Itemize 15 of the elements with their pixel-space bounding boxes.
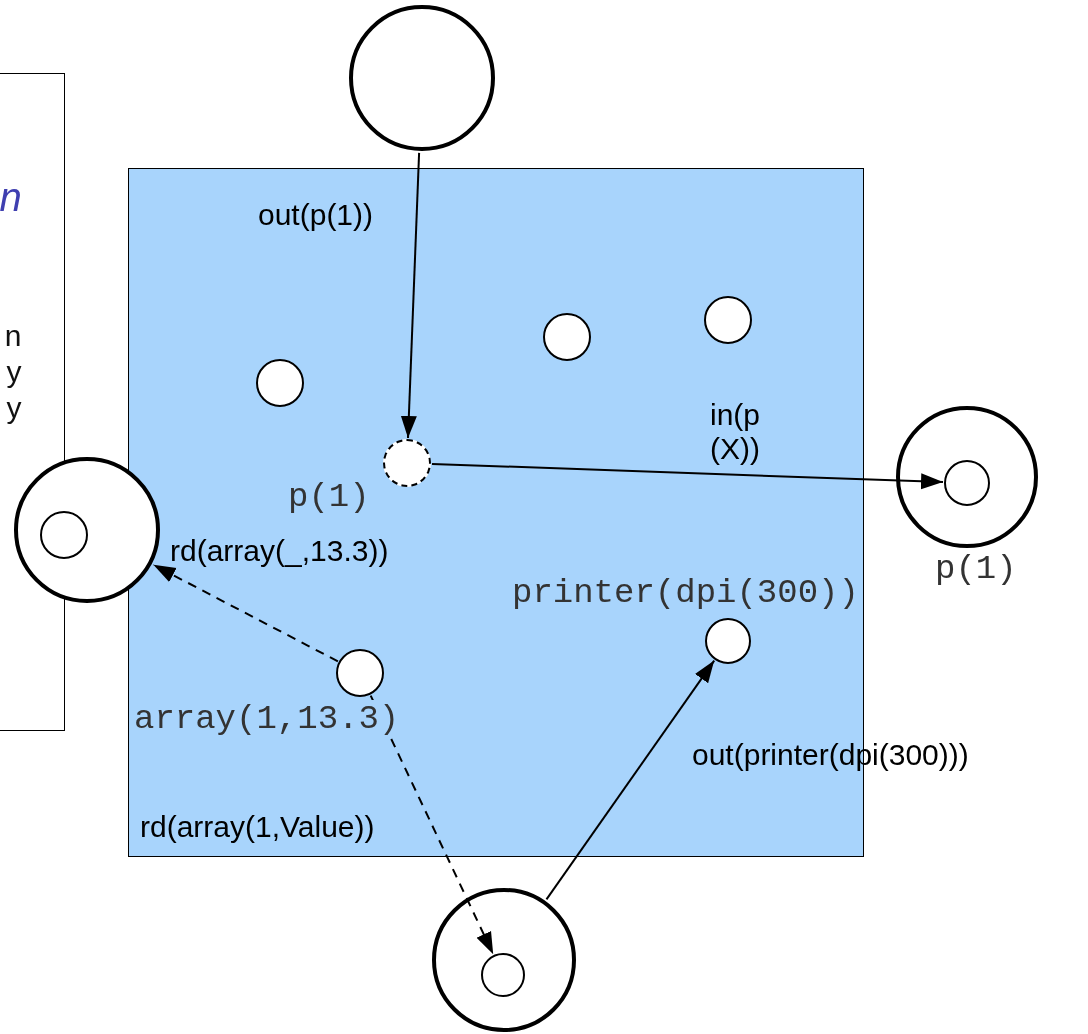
body-text: n y y: [3, 317, 22, 426]
arrow: [400, 151, 421, 439]
tuple-circle: [335, 648, 384, 697]
arrow: [431, 462, 944, 490]
arrow: [545, 659, 716, 901]
heading-text: n: [0, 174, 22, 220]
dashed-arrow: [369, 694, 495, 956]
edge-label: in(p (X)): [709, 398, 761, 466]
edge-label: out(p(1)): [258, 198, 374, 232]
tuple-circle: [481, 953, 525, 997]
tuple-circle: [944, 460, 990, 506]
dashed-arrow: [152, 563, 339, 663]
edge-label: rd(array(_,13.3)): [170, 534, 389, 568]
edge-label: rd(array(1,Value)): [140, 810, 375, 844]
tuple-circle: [40, 511, 88, 559]
